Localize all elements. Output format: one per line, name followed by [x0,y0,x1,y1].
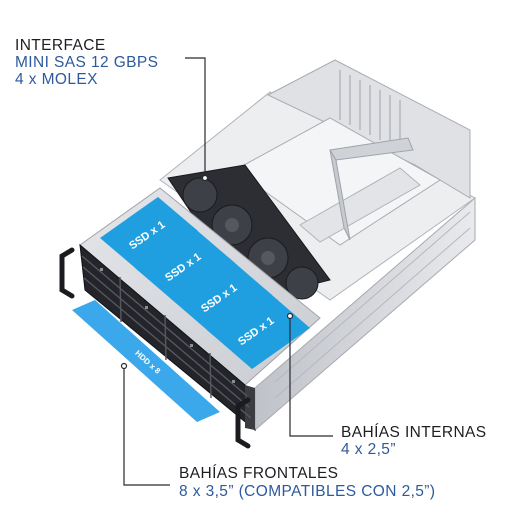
front-drive-cages [79,243,256,432]
rack-handle-right [235,397,251,449]
internal-bays-subtitle: 4 x 2,5” [341,441,396,458]
interface-line-1: MINI SAS 12 GBPS [15,54,159,71]
ssd-box: SSD x 1 [135,227,235,304]
interface-title: INTERFACE [15,37,106,54]
interface-line-2: 4 x MOLEX [15,71,98,88]
ssd-box: SSD x 1 [170,257,272,336]
leader-front [123,368,170,486]
leader-interface [185,57,206,175]
chassis-interior [159,59,476,301]
leader-lines [120,57,333,486]
front-bays-title: BAHÍAS FRONTALES [179,465,339,482]
internal-bays-title: BAHÍAS INTERNAS [341,424,487,441]
leader-internal [289,318,333,437]
ssd-bays: SSD x 1 SSD x 1 SSD x 1 SSD x 1 [100,197,310,369]
rack-handle-left [59,247,75,299]
ssd-box: SSD x 1 [207,289,310,369]
ssd-box: SSD x 1 [100,197,198,272]
fan-wall [167,164,331,301]
front-bays-subtitle: 8 x 3,5” (COMPATIBLES CON 2,5”) [179,483,436,500]
